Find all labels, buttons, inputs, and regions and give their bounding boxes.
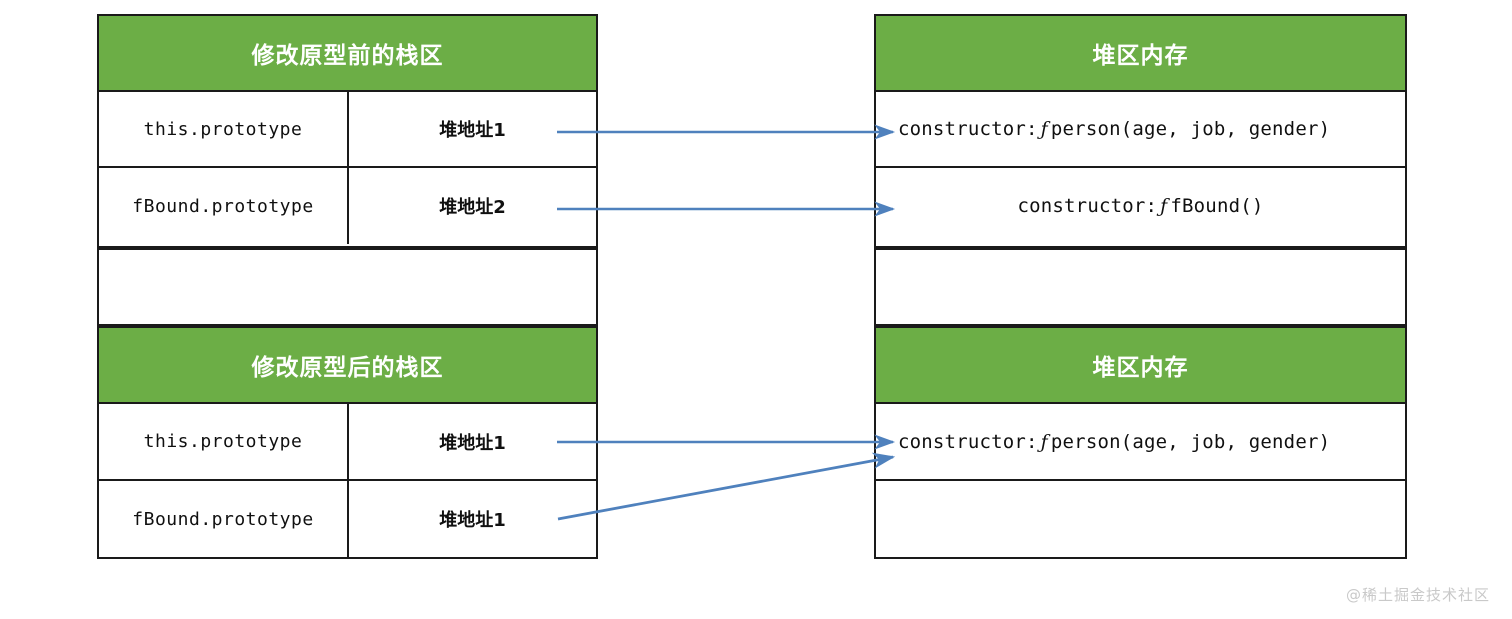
stack-before-empty-cell [99, 250, 596, 324]
heap-after-row-0-prefix: constructor: [898, 430, 1038, 453]
heap-before-header: 堆区内存 [876, 16, 1405, 92]
stack-before-row-0-name: this.prototype [99, 92, 349, 166]
stack-after-row-1-address: 堆地址1 [439, 510, 506, 531]
heap-before-empty-cell [876, 250, 1405, 324]
heap-before-row-0-prefix: constructor: [898, 118, 1038, 140]
heap-before-row-1-prefix: constructor: [1017, 195, 1158, 217]
stack-after-row-0-name: this.prototype [99, 404, 349, 479]
table-row-empty [876, 250, 1405, 324]
table-row: fBound.prototype 堆地址2 [99, 168, 596, 244]
watermark: @稀土掘金技术社区 [1345, 586, 1490, 604]
heap-before-row-1-fn-glyph: ƒ [1160, 195, 1168, 217]
stack-before-table: 修改原型前的栈区 this.prototype 堆地址1 fBound.prot… [97, 14, 598, 248]
stack-before-header: 修改原型前的栈区 [99, 16, 596, 92]
table-row: constructor: ƒ person(age, job, gender) [876, 92, 1405, 168]
stack-before-empty-table [97, 248, 598, 326]
heap-after-row-0: constructor: ƒ person(age, job, gender) [876, 404, 1405, 479]
stack-after-row-0-address: 堆地址1 [439, 432, 506, 454]
heap-after-title: 堆区内存 [1092, 355, 1189, 381]
heap-after-table: 堆区内存 constructor: ƒ person(age, job, gen… [874, 326, 1407, 559]
heap-before-row-0-fn-glyph: ƒ [1040, 118, 1048, 140]
heap-after-header: 堆区内存 [876, 328, 1405, 404]
table-row: this.prototype 堆地址1 [99, 404, 596, 481]
heap-before-row-1: constructor: ƒ fBound() [876, 168, 1405, 244]
stack-after-header: 修改原型后的栈区 [99, 328, 596, 404]
stack-before-row-1-address: 堆地址2 [439, 197, 506, 218]
stack-after-row-1-name: fBound.prototype [99, 481, 349, 557]
heap-before-title: 堆区内存 [1092, 43, 1189, 69]
table-row: constructor: ƒ fBound() [876, 168, 1405, 244]
stack-after-table: 修改原型后的栈区 this.prototype 堆地址1 fBound.prot… [97, 326, 598, 559]
heap-before-table: 堆区内存 constructor: ƒ person(age, job, gen… [874, 14, 1407, 248]
stack-before-row-0-address: 堆地址1 [439, 120, 506, 141]
heap-after-row-1 [876, 481, 1405, 557]
heap-before-row-0-value: person(age, job, gender) [1050, 118, 1331, 140]
heap-before-empty-table [874, 248, 1407, 326]
heap-before-row-1-value: fBound() [1170, 195, 1264, 217]
stack-before-row-1-name: fBound.prototype [99, 168, 349, 244]
table-row: this.prototype 堆地址1 [99, 92, 596, 168]
stack-after-title: 修改原型后的栈区 [251, 355, 444, 381]
stack-before-title: 修改原型前的栈区 [251, 43, 444, 69]
table-row-empty [99, 250, 596, 324]
table-row [876, 481, 1405, 557]
heap-before-row-0: constructor: ƒ person(age, job, gender) [876, 92, 1405, 166]
heap-after-row-0-fn-glyph: ƒ [1040, 430, 1048, 453]
arrow-after-2 [557, 452, 896, 521]
table-row: constructor: ƒ person(age, job, gender) [876, 404, 1405, 481]
table-row: fBound.prototype 堆地址1 [99, 481, 596, 557]
heap-after-row-0-value: person(age, job, gender) [1050, 430, 1331, 453]
